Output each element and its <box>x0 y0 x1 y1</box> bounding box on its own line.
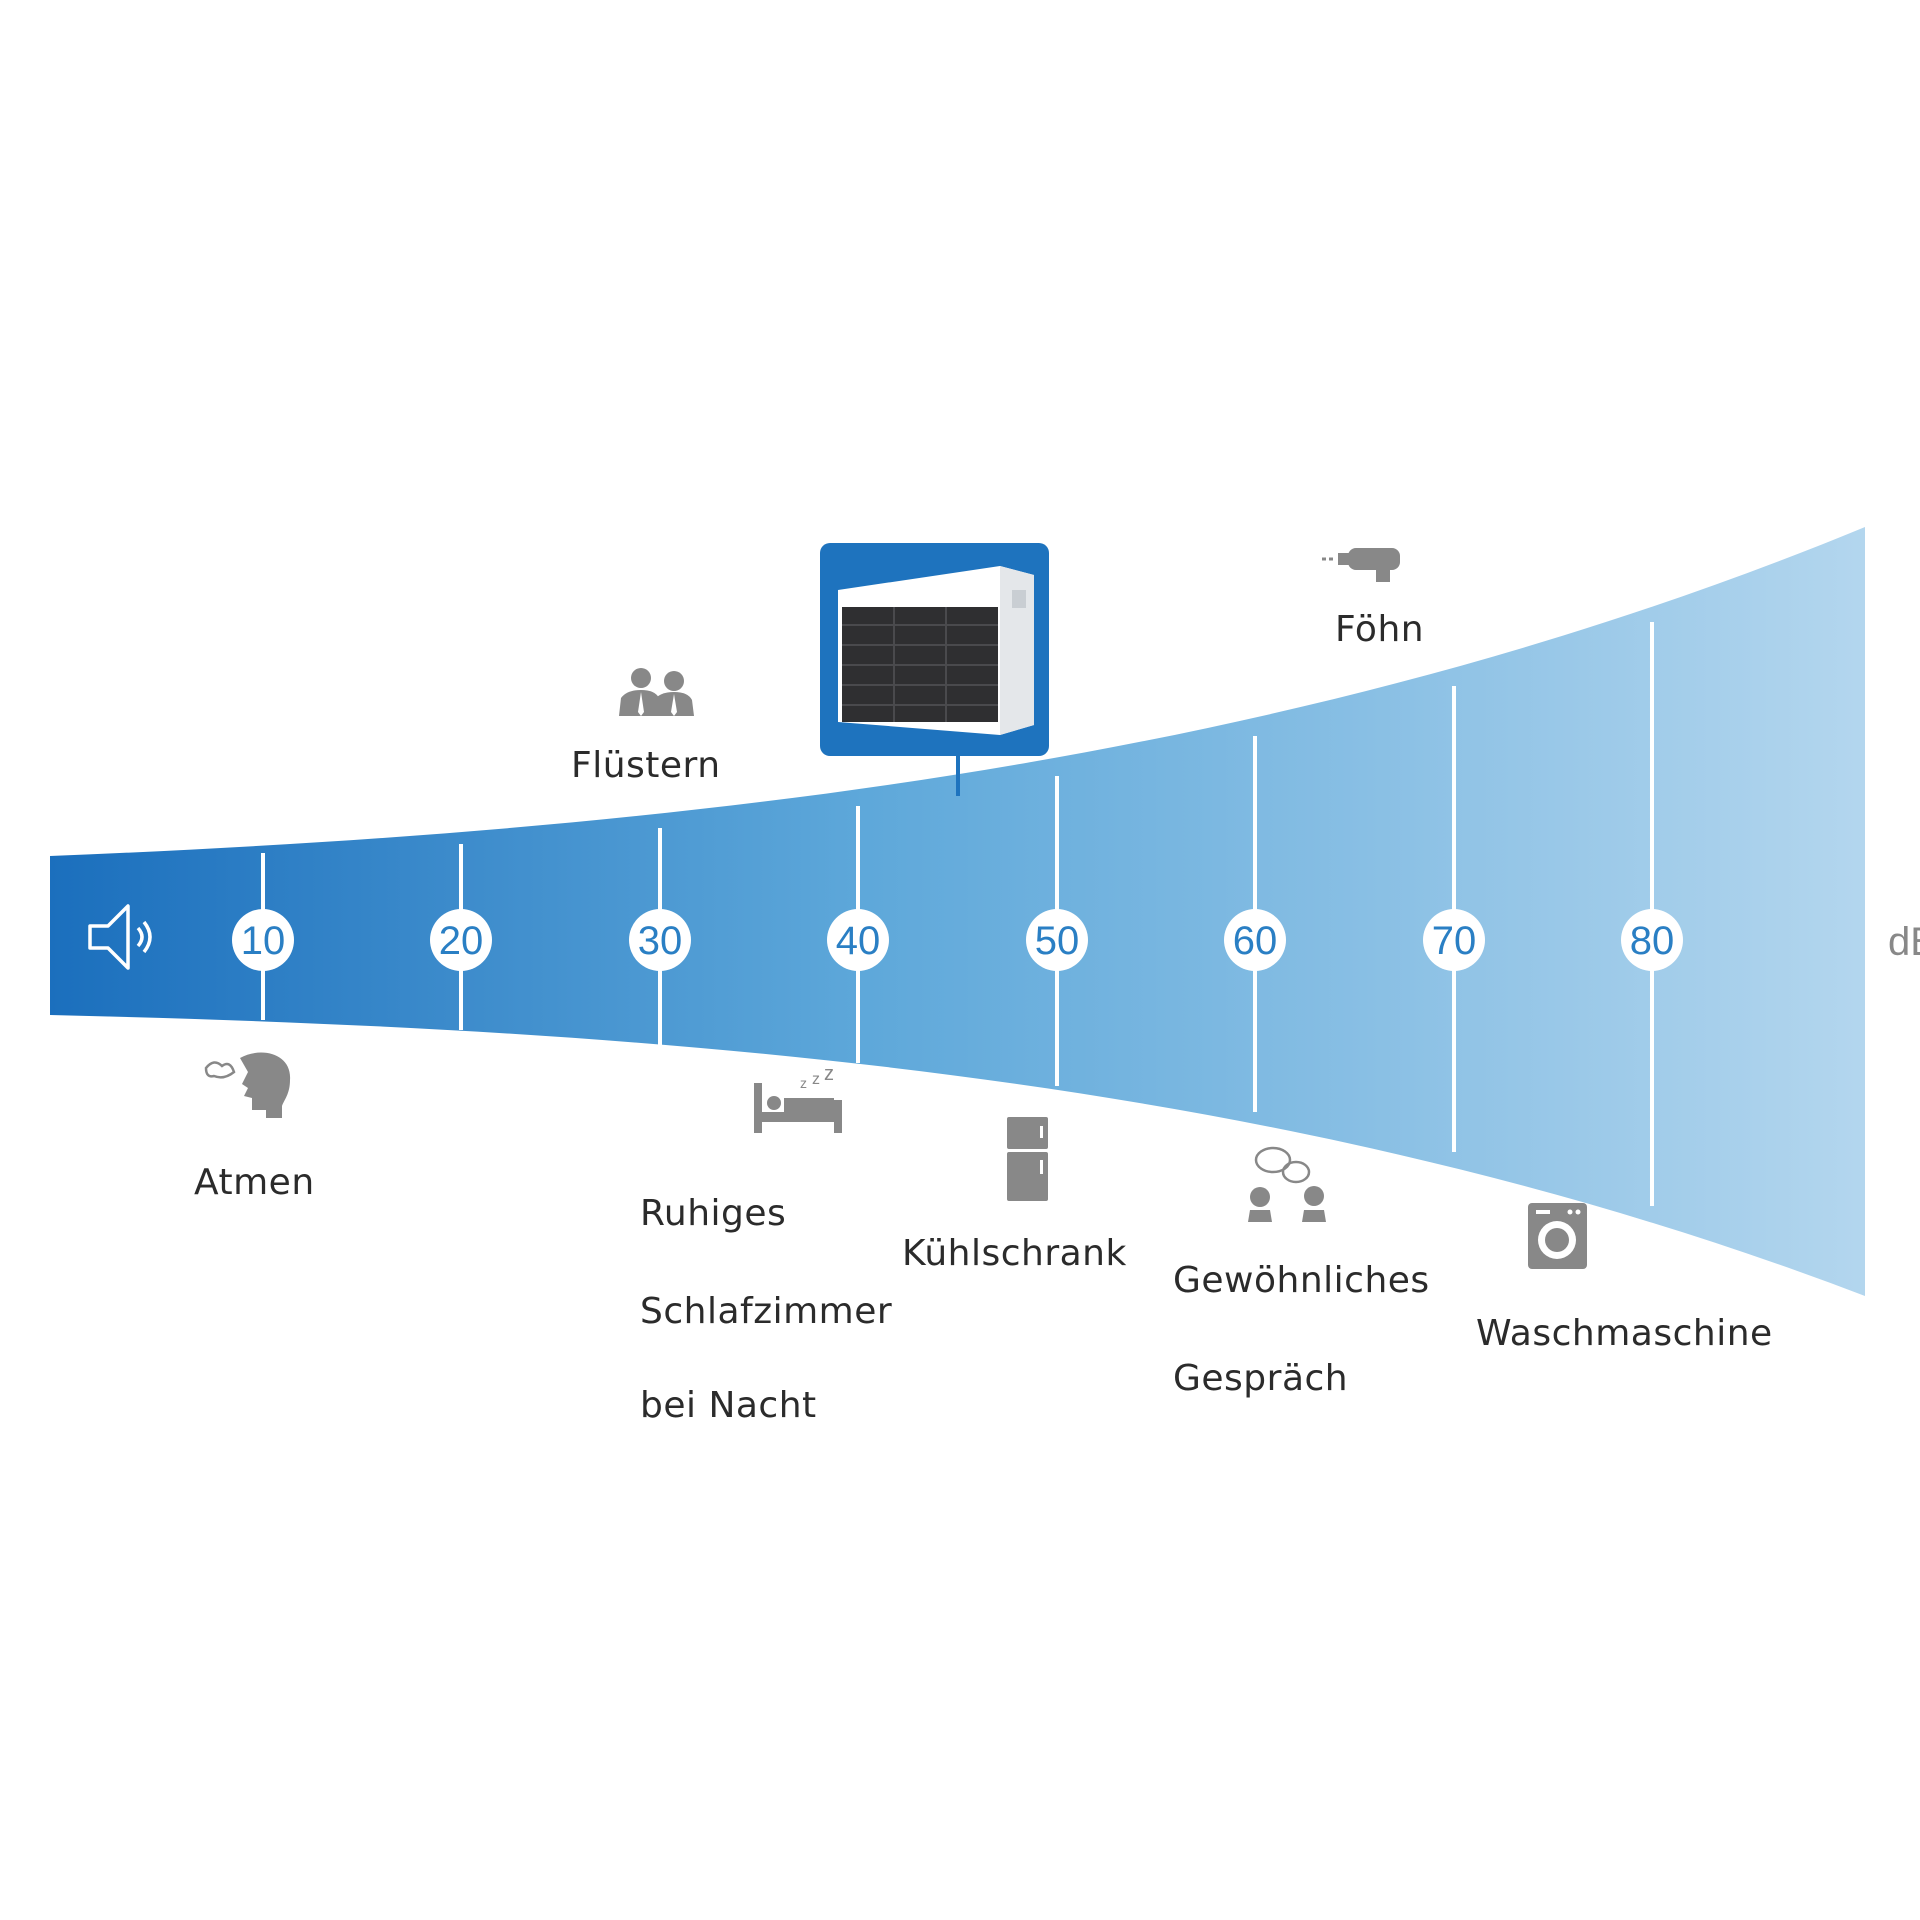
tick-circles <box>232 909 1683 971</box>
fridge-icon <box>1007 1117 1048 1201</box>
label-foehn: Föhn <box>1335 609 1425 650</box>
tick-circle-70 <box>1423 909 1485 971</box>
tick-circle-80 <box>1621 909 1683 971</box>
speaker-icon <box>88 904 152 970</box>
heat-pump-icon <box>838 566 1034 735</box>
tick-label-80: 80 <box>1630 919 1675 963</box>
label-ruhiges-line3: bei Nacht <box>640 1385 817 1426</box>
tick-label-60: 60 <box>1233 919 1278 963</box>
label-atmen: Atmen <box>194 1162 315 1203</box>
tick-label-20: 20 <box>439 919 484 963</box>
label-ruhiges-line1: Ruhiges <box>640 1193 787 1234</box>
tick-circle-50 <box>1026 909 1088 971</box>
heat-pump-marker <box>820 543 1049 796</box>
label-waschmaschine: Waschmaschine <box>1476 1313 1773 1354</box>
whisper-people-icon <box>619 668 694 716</box>
label-gespraech-line1: Gewöhnliches <box>1173 1260 1430 1301</box>
tick-label-50: 50 <box>1035 919 1080 963</box>
label-kuehlschrank: Kühlschrank <box>902 1233 1127 1274</box>
label-fluestern: Flüstern <box>571 745 721 786</box>
tick-label-10: 10 <box>241 919 286 963</box>
tick-circle-30 <box>629 909 691 971</box>
svg-text:z: z <box>824 1063 834 1085</box>
unit-label: dB <box>1888 920 1920 964</box>
tick-circle-60 <box>1224 909 1286 971</box>
tick-label-70: 70 <box>1432 919 1477 963</box>
noise-band <box>50 527 1865 1296</box>
svg-text:z: z <box>812 1071 820 1088</box>
washing-machine-icon <box>1528 1203 1587 1269</box>
svg-text:z: z <box>800 1075 807 1091</box>
tick-label-40: 40 <box>836 919 881 963</box>
label-gespraech-line2: Gespräch <box>1173 1358 1349 1399</box>
tick-circle-10 <box>232 909 294 971</box>
tick-circle-40 <box>827 909 889 971</box>
breathing-head-icon <box>204 1052 291 1118</box>
tick-labels: 10 20 30 40 50 60 70 80 <box>241 919 1675 963</box>
sleeping-bed-icon: z z z <box>754 1063 842 1133</box>
conversation-icon <box>1248 1146 1326 1222</box>
hair-dryer-icon <box>1322 548 1400 582</box>
label-ruhiges-line2: Schlafzimmer <box>640 1291 893 1332</box>
tick-label-30: 30 <box>638 919 683 963</box>
tick-circle-20 <box>430 909 492 971</box>
